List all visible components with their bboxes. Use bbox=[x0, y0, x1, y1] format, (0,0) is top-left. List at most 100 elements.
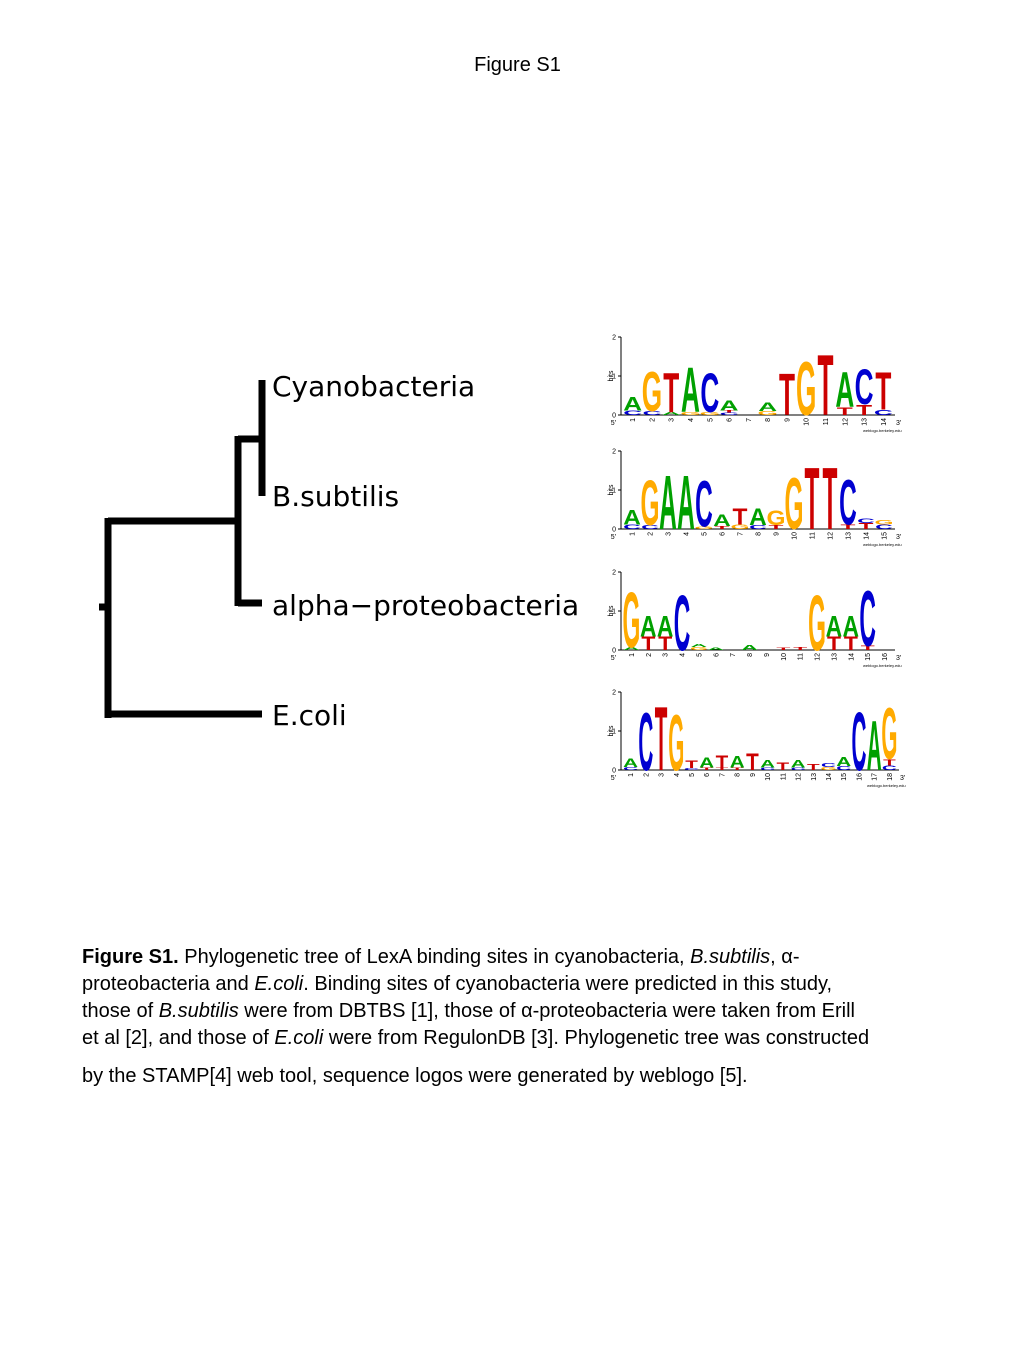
logo-position-label: 12 bbox=[828, 532, 835, 540]
logo-position-label: 4 bbox=[674, 773, 681, 777]
logo-letter-T: T bbox=[663, 362, 679, 425]
logo-letter-A: A bbox=[758, 401, 777, 414]
logo-y-label: bits bbox=[608, 605, 615, 616]
logo-position-label: 2 bbox=[643, 773, 650, 777]
logo-letter-A: A bbox=[791, 758, 806, 770]
logo-letter-C: C bbox=[684, 768, 699, 771]
logo-letter-A: A bbox=[836, 754, 851, 769]
logo-y-tick-label: 2 bbox=[612, 570, 616, 577]
logo-letter-T: T bbox=[805, 450, 820, 548]
logo-position-label: 8 bbox=[756, 532, 763, 536]
logo-position-label: 6 bbox=[727, 418, 734, 422]
logo-position-label: 5 bbox=[707, 418, 714, 422]
logo-position-label: 5 bbox=[696, 653, 703, 657]
logo-letter-A: A bbox=[657, 609, 674, 643]
logo-credit: weblogo.berkeley.edu bbox=[863, 542, 902, 547]
logo-y-label: bits bbox=[608, 725, 615, 736]
logo-letter-A: A bbox=[760, 758, 775, 770]
logo-letter-C: C bbox=[855, 360, 874, 415]
logo-position-label: 13 bbox=[811, 773, 818, 781]
logo-letter-C: C bbox=[821, 762, 836, 768]
logo-letter-G: G bbox=[642, 361, 662, 424]
logo-position-label: 6 bbox=[720, 532, 727, 536]
logo-letter-T: T bbox=[844, 634, 858, 655]
logo-y-tick-label: 0 bbox=[612, 413, 616, 420]
logo-letter-A: A bbox=[691, 643, 708, 648]
logo-letter-C: C bbox=[695, 467, 713, 541]
logo-letter-G: G bbox=[640, 468, 659, 539]
logo-position-label: 14 bbox=[864, 532, 871, 540]
caption-text: those of bbox=[82, 1000, 159, 1022]
logo-position-label: 14 bbox=[848, 653, 855, 661]
logo-letter-A: A bbox=[713, 512, 731, 530]
caption-text: . Binding sites of cyanobacteria were pr… bbox=[303, 973, 833, 995]
logo-position-label: 8 bbox=[765, 418, 772, 422]
logo-letter-T: T bbox=[731, 767, 744, 771]
logo-position-label: 15 bbox=[841, 773, 848, 781]
logo-letter-A: A bbox=[826, 609, 843, 643]
logo-letter-C: C bbox=[836, 765, 851, 771]
caption-line-3: those of B.subtilis were from DBTBS [1],… bbox=[82, 998, 982, 1025]
logo-y-label: bits bbox=[608, 370, 615, 381]
logo-letter-G: G bbox=[700, 411, 720, 416]
logo-letter-G: G bbox=[820, 766, 836, 771]
logo-letter-T: T bbox=[841, 523, 856, 530]
logo-letter-A: A bbox=[741, 643, 758, 651]
tree-leaf-b-subtilis: B.subtilis bbox=[272, 480, 399, 513]
caption-text: were from DBTBS [1], those of α-proteoba… bbox=[238, 1000, 855, 1022]
logo-letter-T: T bbox=[685, 759, 698, 771]
logo-letter-C: C bbox=[700, 363, 719, 424]
logo-position-label: 15 bbox=[865, 653, 872, 661]
logo-y-tick-label: 0 bbox=[612, 648, 616, 655]
logo-letter-C: C bbox=[674, 581, 691, 668]
logo-letter-G: G bbox=[668, 699, 684, 788]
logo-letter-G: G bbox=[796, 348, 816, 432]
tree-leaf-e-coli: E.coli bbox=[272, 699, 347, 732]
logo-letter-G: G bbox=[680, 411, 700, 416]
logo-position-label: 12 bbox=[796, 773, 803, 781]
logo-letter-G: G bbox=[730, 523, 749, 530]
logo-letter-T: T bbox=[861, 644, 876, 651]
logo-letter-C: C bbox=[641, 524, 659, 530]
logo-letter-T: T bbox=[875, 361, 891, 422]
logo-letter-T: T bbox=[716, 767, 729, 771]
logo-letter-A: A bbox=[835, 363, 854, 418]
logo-letter-C: C bbox=[720, 412, 739, 416]
logo-letter-G: G bbox=[690, 646, 708, 651]
caption-text: , α- bbox=[770, 946, 800, 968]
logo-position-label: 3 bbox=[666, 532, 673, 536]
logo-letter-T: T bbox=[733, 505, 749, 530]
logo-position-label: 18 bbox=[887, 773, 894, 781]
logo-five-prime: 5' bbox=[611, 655, 616, 662]
logo-letter-G: G bbox=[874, 519, 893, 526]
logo-five-prime: 5' bbox=[611, 775, 616, 782]
logo-letter-A: A bbox=[623, 393, 642, 415]
logo-position-label: 5 bbox=[689, 773, 696, 777]
logo-letter-T: T bbox=[641, 634, 655, 655]
logo-letter-T: T bbox=[776, 647, 790, 651]
logo-position-label: 7 bbox=[746, 418, 753, 422]
logo-position-label: 8 bbox=[735, 773, 742, 777]
logo-position-label: 7 bbox=[738, 532, 745, 536]
tree-leaf-alpha-proteobacteria: alpha−proteobacteria bbox=[272, 589, 579, 622]
tree-leaf-cyanobacteria: Cyanobacteria bbox=[272, 370, 475, 403]
logo-position-label: 10 bbox=[781, 653, 788, 661]
logo-letter-A: A bbox=[699, 754, 714, 771]
logo-y-tick-label: 1 bbox=[612, 609, 616, 616]
logo-position-label: 2 bbox=[648, 532, 655, 536]
logo-letter-A: A bbox=[681, 356, 700, 427]
logo-letter-G: G bbox=[623, 578, 641, 665]
logo-position-label: 11 bbox=[823, 418, 830, 425]
logo-position-label: 3 bbox=[659, 773, 666, 777]
logo-letter-C: C bbox=[851, 694, 866, 787]
logo-letter-C: C bbox=[623, 410, 642, 417]
logo-letter-C: C bbox=[839, 468, 857, 539]
logo-position-label: 11 bbox=[780, 773, 787, 780]
logo-position-label: 3 bbox=[663, 653, 670, 657]
logo-position-label: 14 bbox=[826, 773, 833, 781]
logo-y-tick-label: 2 bbox=[612, 335, 616, 342]
logo-letter-C: C bbox=[874, 409, 893, 417]
